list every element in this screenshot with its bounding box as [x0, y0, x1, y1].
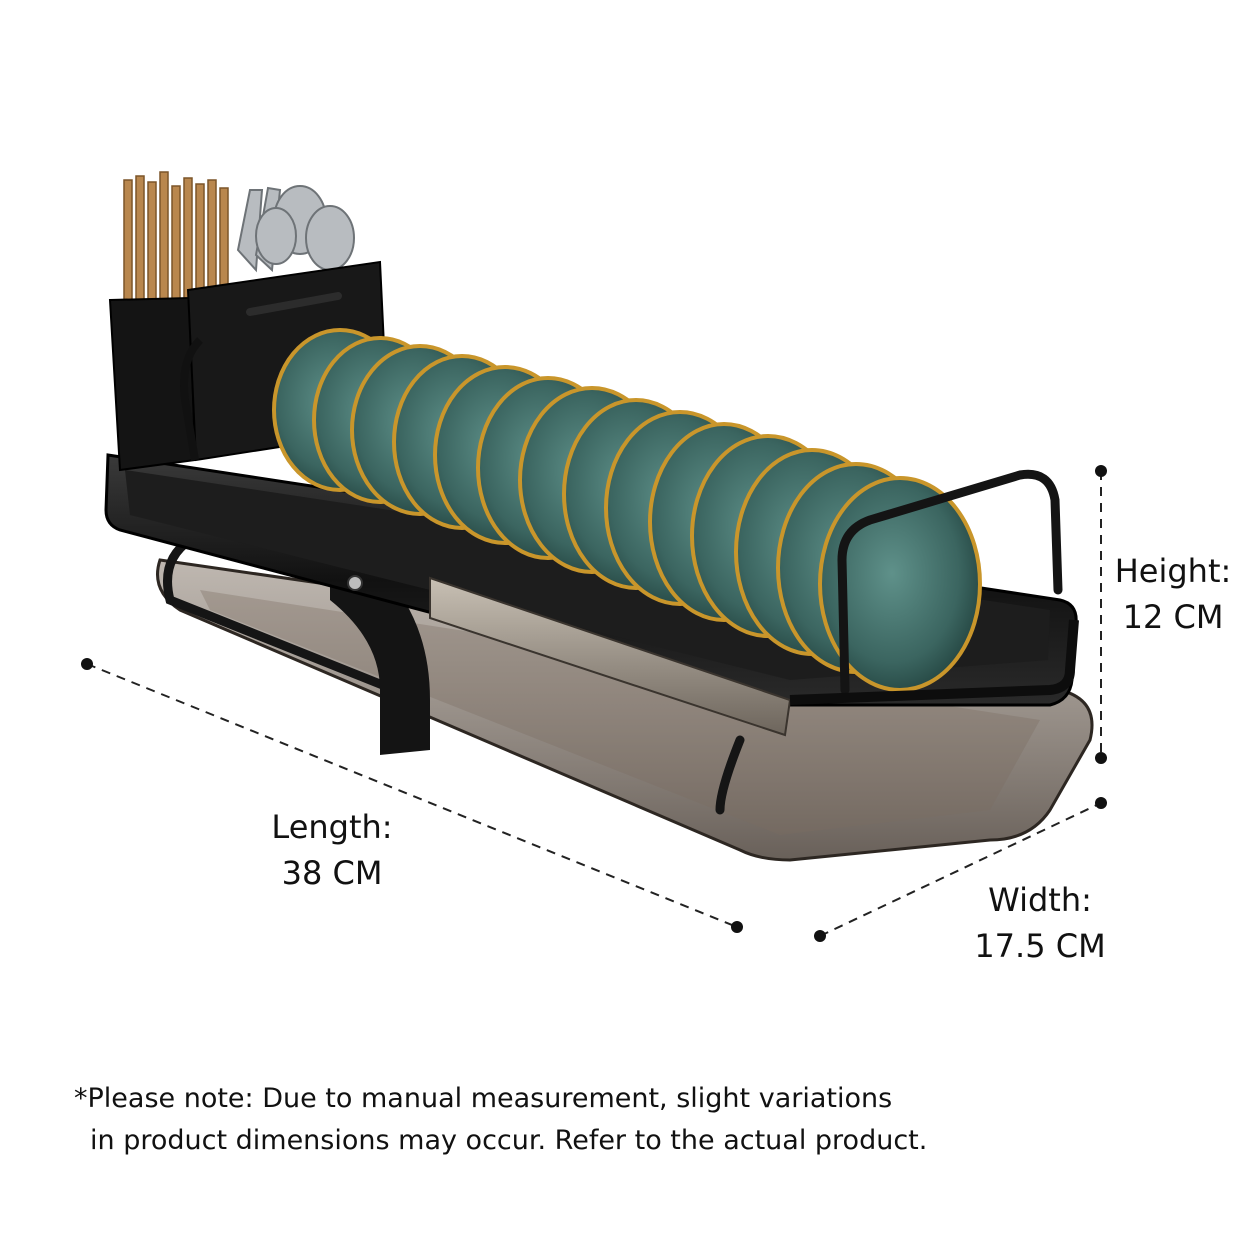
- plates: [272, 328, 982, 692]
- front-leg: [330, 560, 430, 755]
- width-dimension-line: [814, 797, 1107, 942]
- height-value: 12 CM: [1122, 598, 1224, 636]
- width-value: 17.5 CM: [974, 927, 1106, 965]
- height-label: Height: 12 CM: [1100, 548, 1246, 640]
- width-caption: Width:: [988, 881, 1092, 919]
- rack-handle: [837, 469, 1063, 695]
- height-caption: Height:: [1114, 552, 1232, 590]
- length-label: Length: 38 CM: [222, 804, 442, 896]
- cutlery: [236, 185, 355, 273]
- length-value: 38 CM: [281, 854, 383, 892]
- note-line-2: in product dimensions may occur. Refer t…: [90, 1125, 928, 1156]
- measurement-note: *Please note: Due to manual measurement,…: [74, 1078, 1194, 1162]
- length-caption: Length:: [271, 808, 393, 846]
- width-label: Width: 17.5 CM: [930, 877, 1150, 969]
- length-dimension-line: [81, 658, 743, 933]
- rack-front-rim: [789, 619, 1079, 705]
- height-dimension-line: [1095, 465, 1107, 764]
- note-line-1: *Please note: Due to manual measurement,…: [74, 1083, 893, 1114]
